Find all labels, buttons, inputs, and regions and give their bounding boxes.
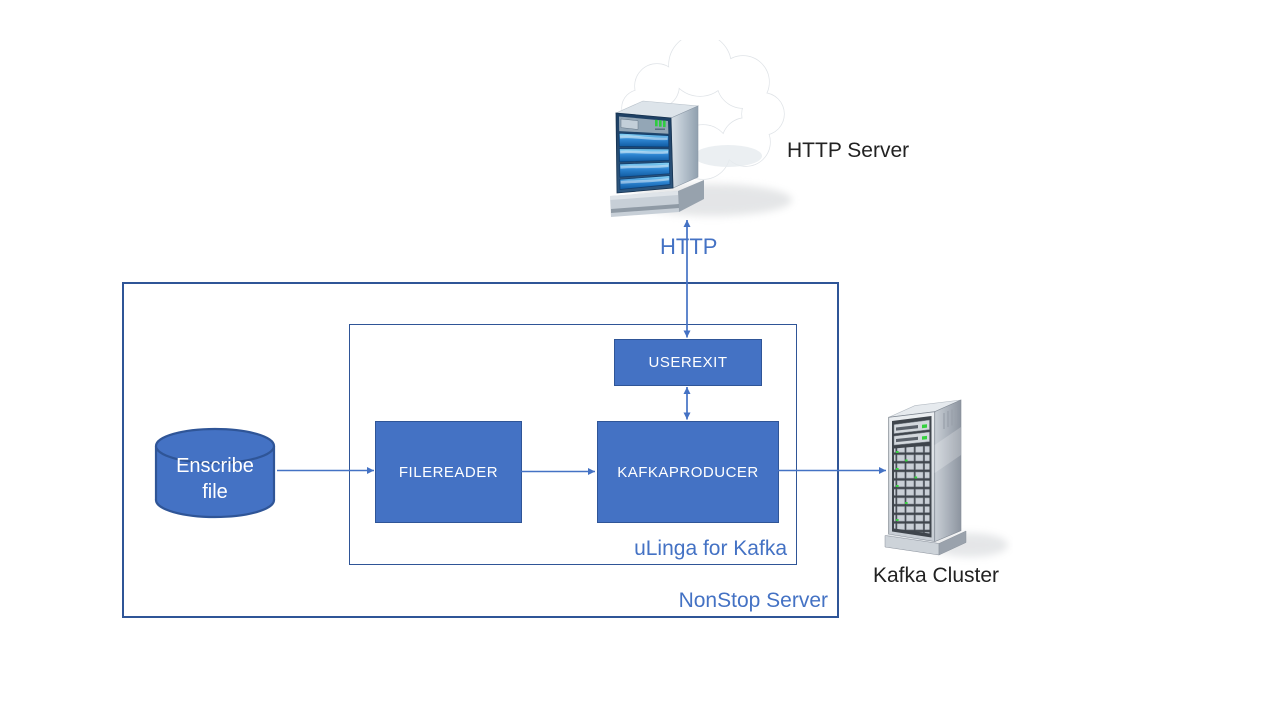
server-cloud-icon <box>610 40 792 217</box>
nonstop-server-label: NonStop Server <box>678 589 828 612</box>
filereader-node: FILEREADER <box>375 421 522 523</box>
server-tower-icon <box>884 399 1008 557</box>
kafka-cluster-label: Kafka Cluster <box>872 564 1000 587</box>
enscribe-file-label: Enscribe file <box>153 453 277 505</box>
kafkaproducer-node: KAFKAPRODUCER <box>597 421 779 523</box>
nonstop-server-container: NonStop Server <box>122 282 839 618</box>
database-cylinder-icon <box>154 427 276 519</box>
filereader-node-label: FILEREADER <box>398 463 499 481</box>
kafkaproducer-node-label: KAFKAPRODUCER <box>617 463 759 481</box>
server-box <box>610 100 704 217</box>
http-server-label: HTTP Server <box>787 139 910 162</box>
userexit-node: USEREXIT <box>614 339 762 386</box>
ulinga-for-kafka-container: uLinga for Kafka <box>349 324 797 565</box>
http-connection-label: HTTP <box>660 234 718 259</box>
enscribe-file-label-line1: Enscribe <box>176 455 254 477</box>
ulinga-for-kafka-label: uLinga for Kafka <box>634 537 787 560</box>
enscribe-file-label-line2: file <box>202 481 228 503</box>
drive-led-dots <box>896 451 918 521</box>
userexit-node-label: USEREXIT <box>648 354 728 371</box>
